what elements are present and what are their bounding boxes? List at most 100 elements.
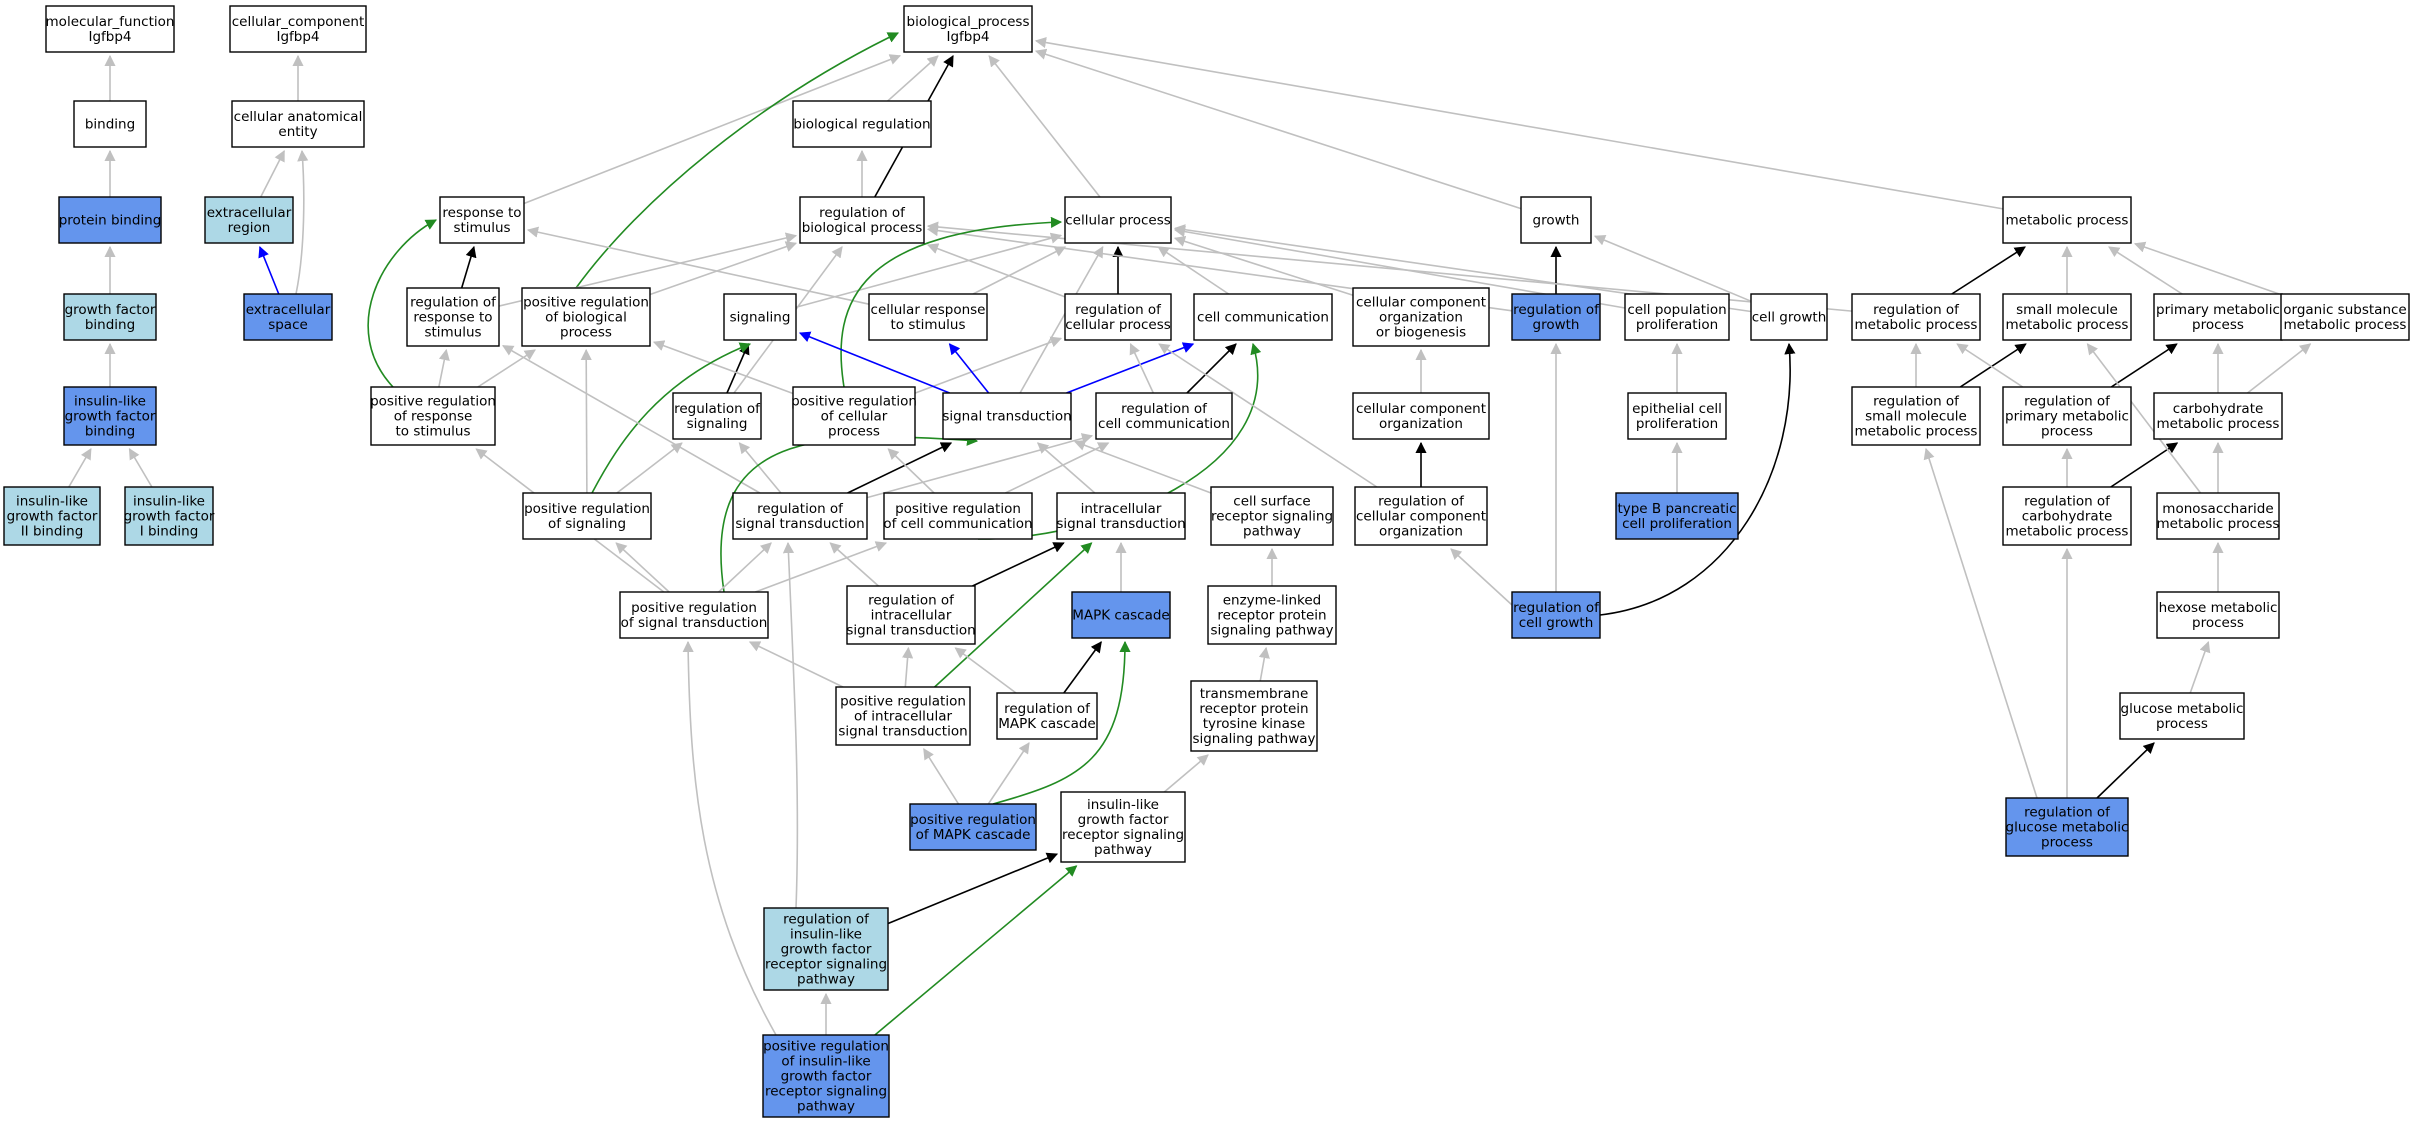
node-label: signal transduction (942, 409, 1071, 425)
node-label-line: insulin-like (790, 927, 862, 943)
node-label: signaling (730, 310, 791, 326)
edge-line (2086, 343, 2202, 494)
node-box (1064, 293, 1172, 341)
node-box (903, 5, 1033, 53)
edge-prmapk-to-mapk (992, 640, 1131, 805)
edge-rist-to-rst (829, 542, 880, 587)
node-growth[interactable]: growth (1520, 196, 1592, 244)
node-ccom[interactable]: cell communication (1193, 293, 1333, 341)
node-label-line: positive regulation (791, 394, 917, 410)
edge-rst-to-st (847, 442, 953, 494)
node-breg[interactable]: biological regulation (792, 100, 932, 148)
node-sig[interactable]: signaling (723, 293, 797, 341)
node-box (942, 392, 1072, 440)
node-cp[interactable]: cellular process (1064, 196, 1172, 244)
node-label-line: monosaccharide (2162, 501, 2273, 517)
edge-prigfrsp-to-prst (682, 640, 777, 1036)
node-label-line: biological process (802, 220, 923, 236)
node-box (732, 492, 868, 540)
node-label-line: MAPK cascade (1072, 608, 1169, 624)
node-box (243, 293, 333, 341)
edge-line (914, 336, 1063, 394)
node-label-line: glucose metabolic (2121, 701, 2244, 717)
node-st[interactable]: signal transduction (942, 392, 1072, 440)
node-pbind[interactable]: protein binding (58, 196, 162, 244)
node-mp[interactable]: metabolic process (2002, 196, 2132, 244)
edge-line (718, 542, 772, 593)
node-cgrowth[interactable]: cell growth (1750, 293, 1828, 341)
node-binding[interactable]: binding (73, 100, 147, 148)
edge-prist-to-prst (748, 641, 844, 688)
node-label-line: entity (278, 124, 317, 140)
node-label-line: Igfbp4 (88, 29, 131, 45)
node-label: growth (1533, 213, 1580, 229)
node-label-line: epithelial cell (1632, 401, 1722, 417)
edge-line (798, 331, 950, 394)
edge-rmp-to-mp (1951, 246, 2026, 295)
node-mapk[interactable]: MAPK cascade (1071, 591, 1171, 639)
node-label-line: signaling (730, 310, 791, 326)
